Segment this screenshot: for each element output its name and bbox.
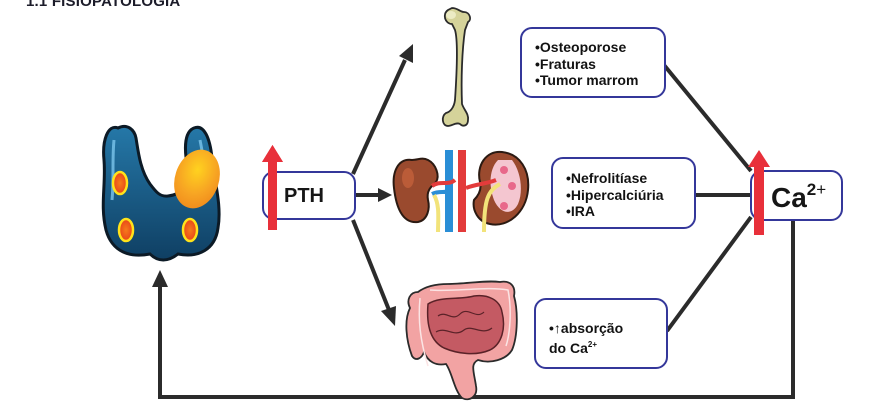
- pth-label: PTH: [284, 185, 324, 207]
- kidneys-illustration: [392, 150, 530, 233]
- intestine-to-calcium-line: [665, 215, 753, 333]
- parathyroid-adenoma: [174, 149, 220, 209]
- pth-to-kidney-arrow: [356, 188, 392, 202]
- kidney-effect-item: •Hipercalciúria: [566, 186, 664, 203]
- page-title: 1.1 FISIOPATOLOGIA: [26, 0, 181, 10]
- bone-effect-item: •Fraturas: [535, 55, 596, 72]
- kidney-effects-box: •Nefrolitíase •Hipercalciúria •IRA: [551, 157, 696, 229]
- intestines-illustration: [405, 280, 518, 401]
- kidney-effect-item: •IRA: [566, 203, 596, 219]
- pth-to-intestine-arrow: [351, 219, 396, 326]
- intestine-effects-box: •↑absorção do Ca2+: [534, 298, 668, 369]
- calcium-symbol: Ca: [771, 182, 807, 213]
- intestine-effect-base: do Ca: [549, 339, 588, 356]
- parathyroid-spot: [181, 217, 199, 243]
- calcium-superscript: 2: [806, 180, 817, 199]
- bone-to-calcium-line: [662, 63, 753, 173]
- kidney-effect-item: •Nefrolitíase: [566, 170, 648, 186]
- bone-effect-item: •Osteoporose: [535, 39, 627, 55]
- intestine-effect-line1: •↑absorção: [549, 320, 624, 336]
- calcium-charge: +: [816, 180, 827, 199]
- intestine-effect-line2: do Ca2+: [549, 337, 623, 357]
- bone-effects-box: •Osteoporose •Fraturas •Tumor marrom: [520, 27, 666, 98]
- feedback-loop-arrow: [152, 221, 795, 399]
- calcium-label: Ca2+: [771, 180, 826, 214]
- bone-effect-item: •Tumor marrom: [535, 72, 639, 88]
- femur-bone-illustration: [441, 7, 471, 127]
- parathyroid-spot: [117, 217, 135, 243]
- parathyroid-spot: [111, 170, 129, 196]
- intestine-effect-charge: 2+: [587, 339, 598, 349]
- pth-box: [262, 171, 356, 220]
- parathyroid-gland-illustration: [101, 124, 221, 262]
- calcium-box: [750, 170, 843, 221]
- pth-to-bone-arrow: [351, 44, 413, 175]
